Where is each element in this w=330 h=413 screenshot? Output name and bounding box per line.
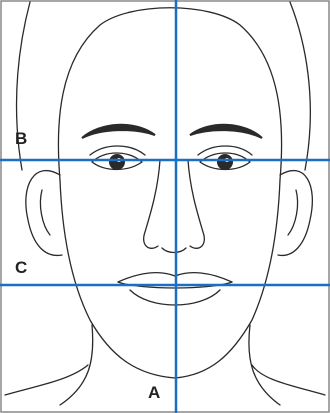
label-a: A [148,384,160,401]
eyebrow-left [82,125,155,138]
jaw-right [175,180,280,378]
ear-right-inner [288,190,298,235]
ear-right [278,171,312,256]
shoulder-left [5,365,88,395]
jaw-left [60,180,175,378]
nose-left [144,160,160,248]
pupil-right [217,154,233,170]
label-c: C [15,259,27,276]
pupil-left [109,154,125,170]
hair-outline-right [290,2,310,170]
shoulder-right [252,365,325,395]
ear-left [26,171,62,256]
ear-left-inner [40,190,50,235]
neck-right [249,325,280,405]
nose-right [188,160,204,248]
eyebrow-right [190,125,262,138]
label-b: B [15,130,27,147]
nose-bottom [162,248,186,253]
